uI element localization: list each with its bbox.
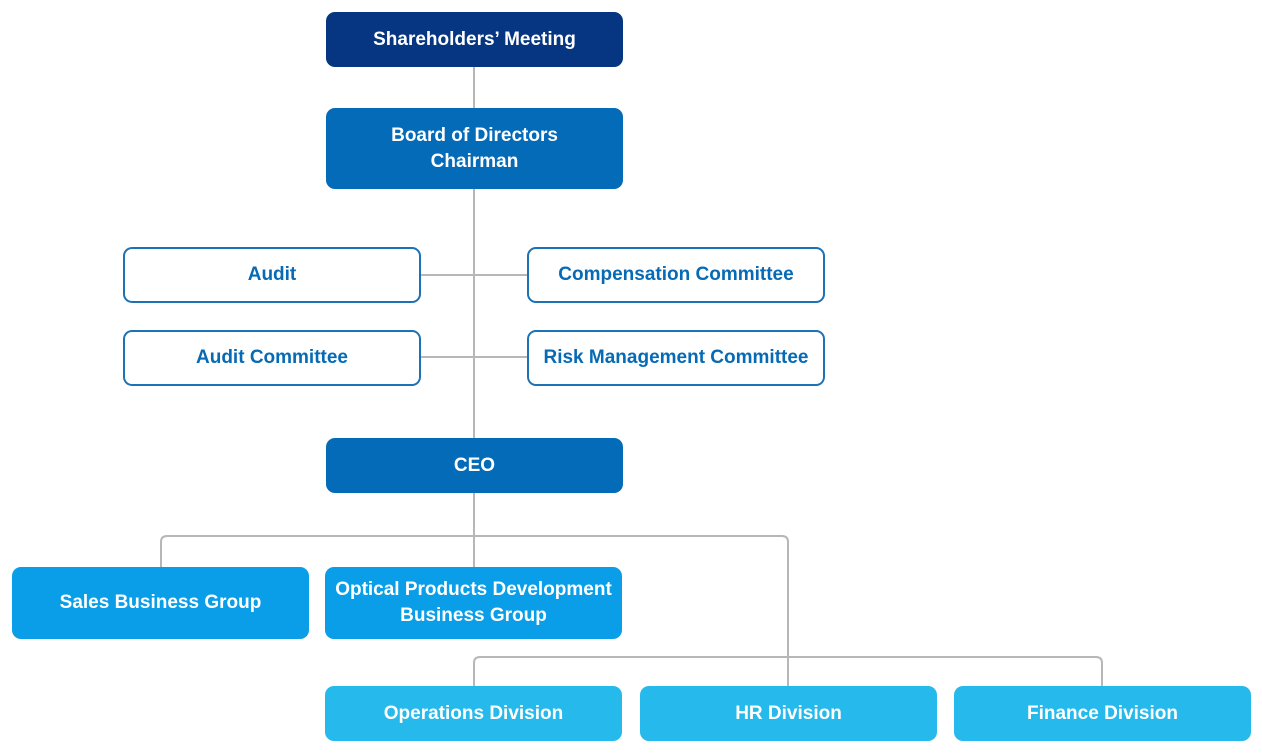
node-operations-division[interactable]: Operations Division [325,686,622,741]
node-audit[interactable]: Audit [123,247,421,303]
node-board-of-directors[interactable]: Board of Directors Chairman [326,108,623,189]
node-risk-management-committee[interactable]: Risk Management Committee [527,330,825,386]
node-audit-committee[interactable]: Audit Committee [123,330,421,386]
node-shareholders-meeting[interactable]: Shareholders’ Meeting [326,12,623,67]
node-optical-products-development-business-group[interactable]: Optical Products Development Business Gr… [325,567,622,639]
node-compensation-committee[interactable]: Compensation Committee [527,247,825,303]
node-sales-business-group[interactable]: Sales Business Group [12,567,309,639]
connector-ceo-branch [160,535,789,686]
node-ceo[interactable]: CEO [326,438,623,493]
node-finance-division[interactable]: Finance Division [954,686,1251,741]
connector-divisions [473,656,1103,686]
node-hr-division[interactable]: HR Division [640,686,937,741]
